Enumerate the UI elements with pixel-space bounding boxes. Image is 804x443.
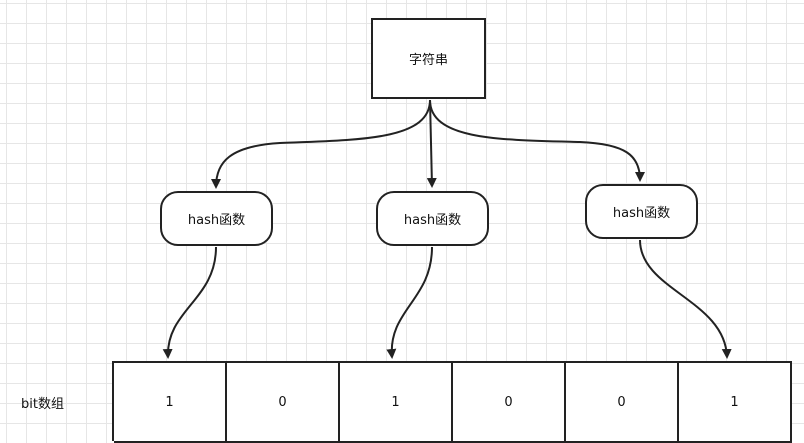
connector-root-hash-2 xyxy=(426,99,437,188)
hash-function-label: hash函数 xyxy=(187,213,246,228)
hash-function-node-2: hash函数 xyxy=(376,191,489,246)
hash-function-label: hash函数 xyxy=(403,213,462,228)
hash-function-label: hash函数 xyxy=(612,206,671,221)
hash-function-node-1: hash函数 xyxy=(160,191,273,246)
connector-hash-2-bit-3 xyxy=(386,246,433,359)
connector-root-hash-3 xyxy=(429,99,645,182)
connector-root-hash-1 xyxy=(211,99,431,189)
bit-cell-5: 0 xyxy=(566,363,679,443)
bit-cell-2: 0 xyxy=(227,363,340,443)
connector-hash-3-bit-6 xyxy=(639,239,732,359)
diagram-connectors xyxy=(162,99,732,359)
bit-array: 1 0 1 0 0 1 xyxy=(112,361,792,443)
bit-cell-1: 1 xyxy=(114,363,227,443)
string-node-label: 字符串 xyxy=(408,53,448,68)
bit-cell-4: 0 xyxy=(453,363,566,443)
hash-function-node-3: hash函数 xyxy=(585,184,698,239)
bit-array-label: bit数组 xyxy=(21,397,64,412)
bit-cell-6: 1 xyxy=(679,363,792,443)
connector-hash-1-bit-1 xyxy=(162,246,217,359)
bit-cell-3: 1 xyxy=(340,363,453,443)
string-node: 字符串 xyxy=(371,18,486,99)
